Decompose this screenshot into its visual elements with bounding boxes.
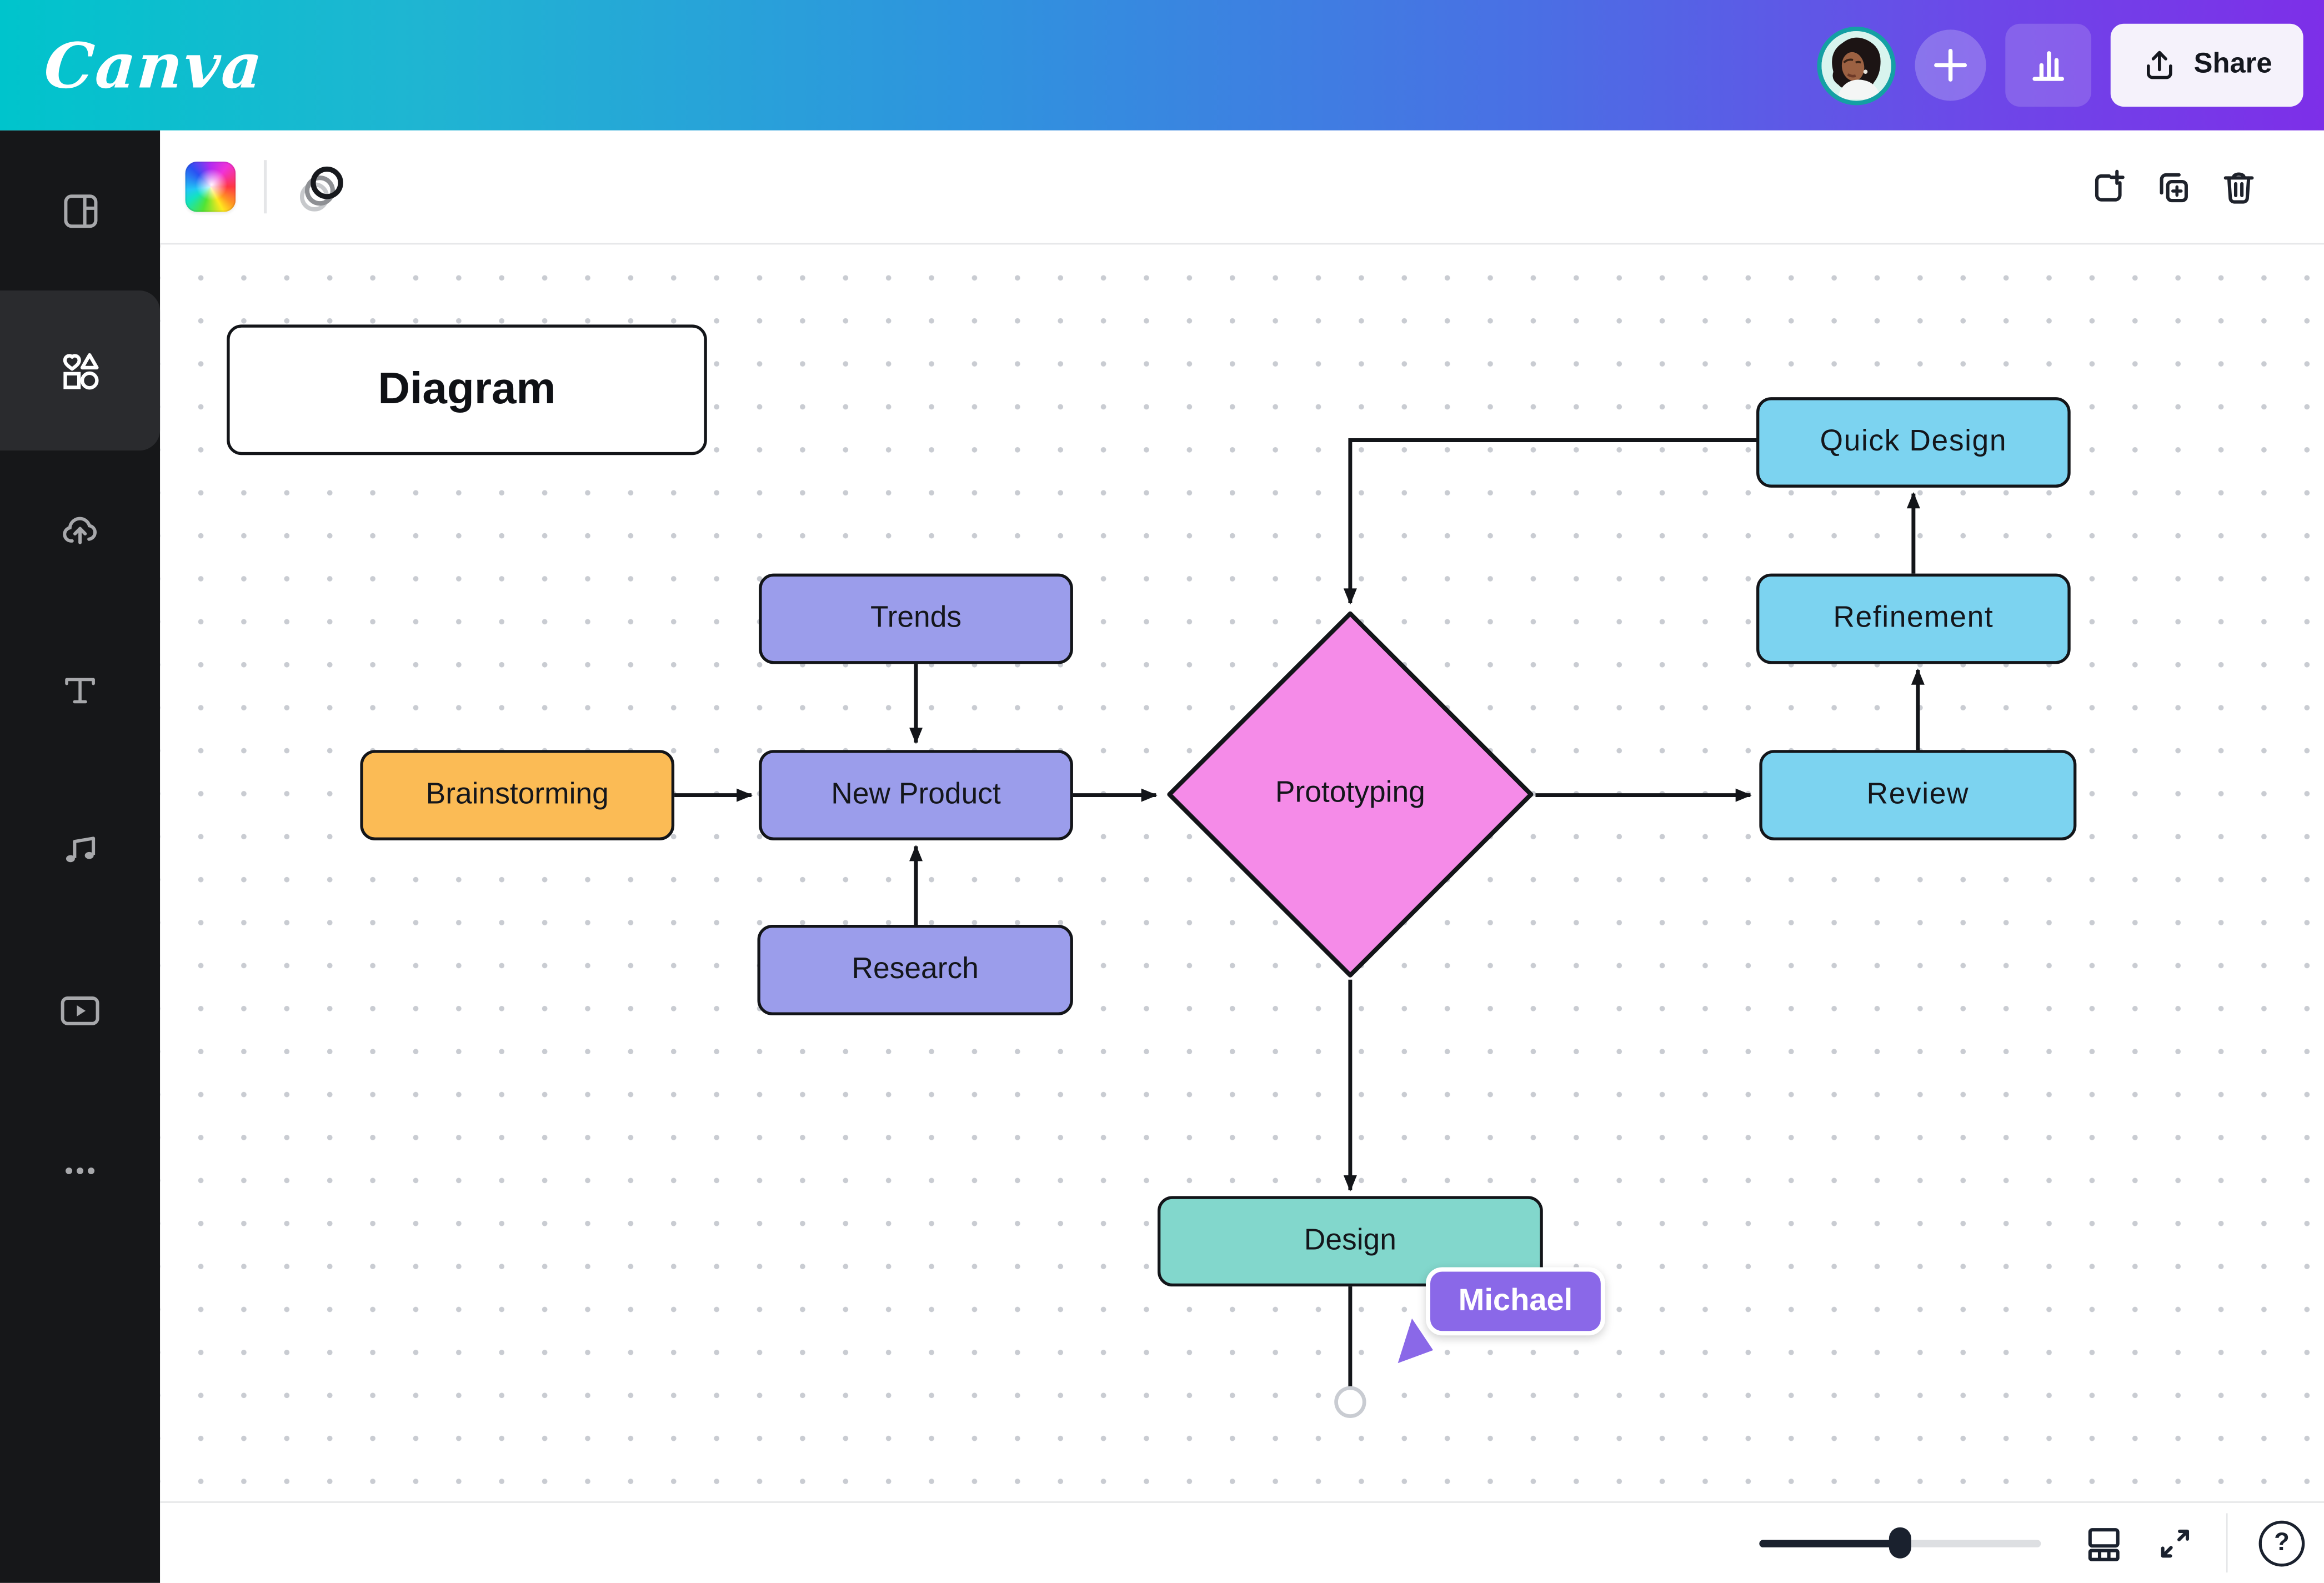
sidebar-item-more[interactable] (0, 1091, 160, 1251)
insights-button[interactable] (2005, 23, 2092, 107)
music-notes-icon (66, 836, 96, 863)
letter-t-icon (65, 678, 95, 704)
question-mark-icon: ? (2274, 1528, 2290, 1556)
node-brainstorming[interactable]: Brainstorming (360, 749, 675, 840)
cloud-upload-icon (63, 517, 97, 544)
add-page-button[interactable] (2088, 167, 2128, 207)
topbar-actions: Share (1817, 23, 2303, 107)
node-research[interactable]: Research (757, 924, 1073, 1015)
sidebar-item-design-templates[interactable] (0, 131, 160, 290)
shapes-icon (63, 353, 99, 390)
duplicate-page-button[interactable] (2153, 167, 2193, 207)
node-prototyping-label: Prototyping (1275, 777, 1425, 809)
zoom-slider[interactable] (1759, 1527, 2041, 1559)
help-button[interactable]: ? (2258, 1520, 2305, 1566)
sidebar-item-elements[interactable] (0, 290, 161, 451)
avatar-photo (1821, 30, 1890, 99)
animate-button[interactable] (293, 156, 355, 218)
page-actions (2088, 167, 2259, 207)
share-button[interactable]: Share (2111, 23, 2303, 107)
collaborator-name-badge: Michael (1425, 1266, 1605, 1335)
canvas-toolbar (160, 130, 2324, 245)
color-picker-button[interactable] (185, 161, 236, 212)
zoom-slider-fill (1759, 1539, 1900, 1547)
node-refinement[interactable]: Refinement (1756, 573, 2071, 664)
whiteboard-canvas[interactable]: Diagram Trends Brainstorming New Product… (160, 247, 2324, 1502)
bar-chart-icon (2032, 51, 2065, 81)
toolbar-divider (263, 160, 266, 214)
collaborator-cursor-icon (1390, 1308, 1441, 1370)
play-video-icon (61, 996, 99, 1025)
plus-icon (1934, 48, 1967, 82)
sidebar-item-uploads[interactable] (0, 450, 160, 610)
share-upload-icon (2147, 51, 2173, 79)
status-bar: ? (160, 1501, 2324, 1583)
flowchart-connectors (674, 437, 1925, 1417)
layout-template-icon (63, 193, 97, 227)
sidebar-item-text[interactable] (0, 610, 160, 770)
node-trends[interactable]: Trends (759, 573, 1073, 664)
canva-logo[interactable]: Canva (42, 29, 266, 102)
create-new-button[interactable] (1915, 29, 1987, 101)
share-button-label: Share (2193, 49, 2272, 81)
connector-endpoint-handle[interactable] (1334, 1385, 1366, 1417)
object-panel-sidebar (0, 130, 161, 1583)
edge-quickdesign-prototyping (1343, 437, 1757, 604)
diagram-title-box[interactable]: Diagram (227, 324, 707, 454)
top-navbar: Canva (0, 0, 2324, 131)
node-prototyping-diamond[interactable] (1167, 610, 1534, 977)
pages-grid-view-button[interactable] (2083, 1523, 2123, 1563)
statusbar-controls: ? (1759, 1503, 2305, 1583)
node-quick-design[interactable]: Quick Design (1756, 396, 2071, 487)
user-avatar[interactable] (1817, 26, 1896, 105)
sidebar-item-videos[interactable] (0, 931, 160, 1091)
fullscreen-expand-button[interactable] (2154, 1523, 2194, 1563)
statusbar-divider (2225, 1513, 2228, 1573)
delete-page-button[interactable] (2219, 167, 2259, 207)
sidebar-item-audio[interactable] (0, 771, 160, 931)
node-review[interactable]: Review (1759, 749, 2077, 840)
zoom-slider-thumb[interactable] (1888, 1527, 1911, 1559)
three-dots-icon (66, 1168, 95, 1175)
node-new-product[interactable]: New Product (759, 749, 1073, 840)
